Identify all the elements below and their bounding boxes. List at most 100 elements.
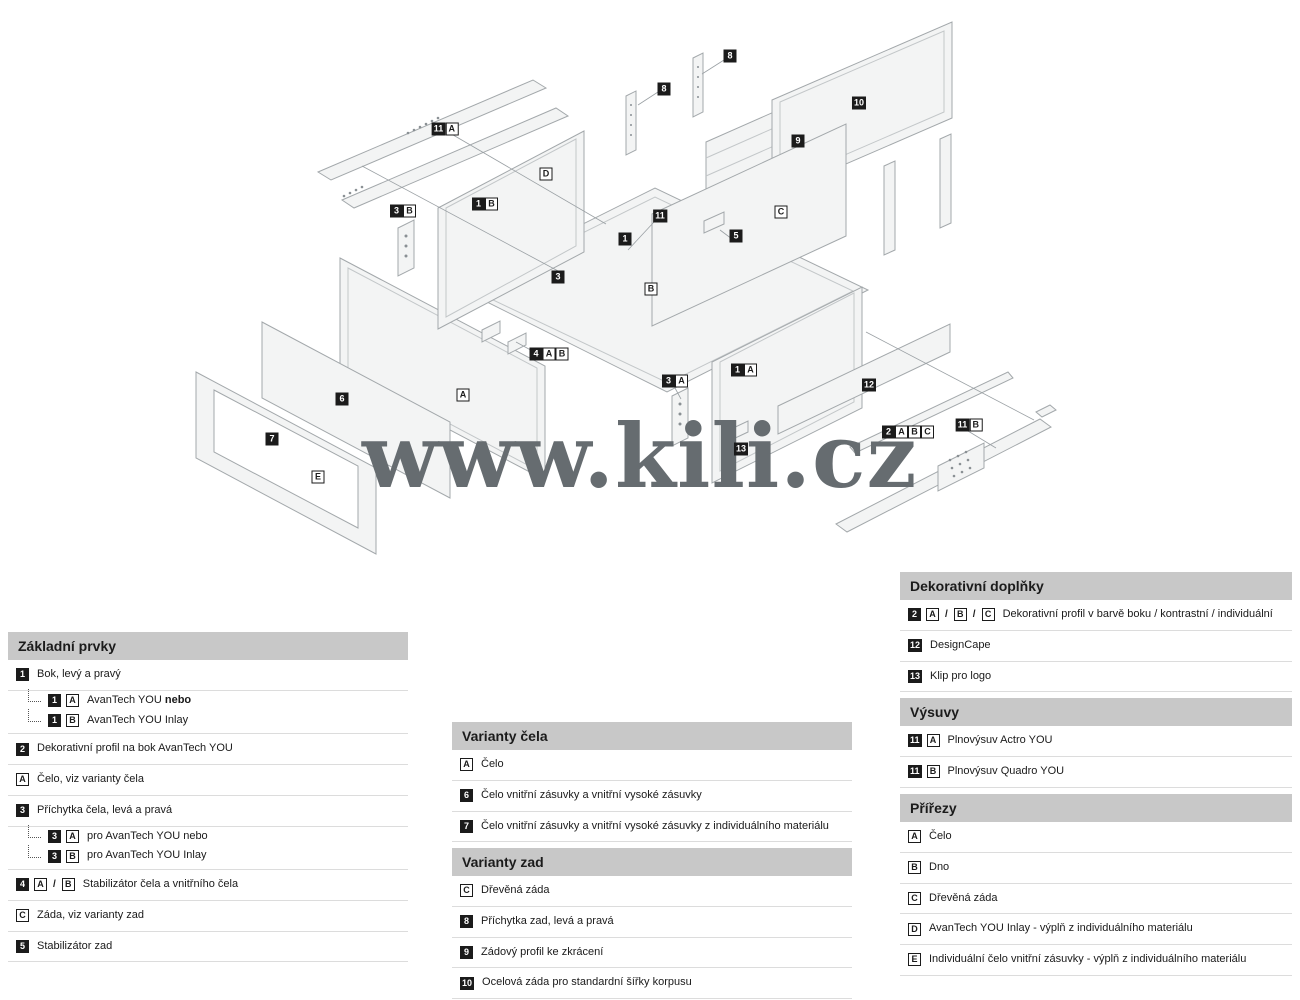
tree-connector-icon: [28, 689, 41, 703]
part-badge: B: [644, 282, 658, 296]
part-badge: 11: [908, 765, 922, 779]
part-label: 10: [851, 96, 867, 110]
tree-connector-icon: [28, 708, 41, 722]
part-badge: C: [460, 884, 473, 898]
part-label: E: [311, 470, 325, 484]
legend-text: Zádový profil ke zkrácení: [481, 945, 604, 958]
back-clip-profiles-shape: [625, 52, 704, 156]
part-badge: A: [675, 374, 688, 388]
part-badge: 1: [48, 713, 61, 727]
part-badge: 11: [653, 209, 667, 223]
part-badge: C: [981, 608, 995, 622]
part-badge: 3: [662, 374, 675, 388]
legend-text: Dekorativní profil na bok AvanTech YOU: [37, 742, 233, 755]
part-badge: 6: [335, 392, 349, 406]
part-badge: 4: [16, 878, 29, 892]
part-label: 7: [265, 432, 279, 446]
legend-text: Dekorativní profil v barvě boku / kontra…: [1002, 608, 1273, 620]
legend-text: Záda, viz varianty zad: [37, 908, 144, 921]
part-label: 8: [657, 82, 671, 96]
part-badge: A: [456, 388, 470, 402]
part-badge: 11: [431, 122, 446, 136]
part-badge: A: [926, 734, 940, 748]
part-label: 8: [723, 49, 737, 63]
panel-title: Přířezy: [900, 794, 1292, 822]
part-badge: 11: [955, 418, 970, 432]
panel-title: Základní prvky: [8, 632, 408, 660]
legend-text: pro AvanTech YOU nebo: [87, 829, 208, 842]
part-badge: 3: [551, 270, 565, 284]
part-badge: B: [908, 425, 921, 439]
part-badge: B: [926, 765, 940, 779]
part-badge: A: [542, 347, 556, 361]
part-badge: 9: [791, 134, 805, 148]
part-badge: C: [908, 891, 921, 905]
part-badge: 5: [729, 229, 743, 243]
part-badge: E: [311, 470, 325, 484]
part-label: 1: [618, 232, 632, 246]
legend-text: Čelo, viz varianty čela: [37, 773, 144, 785]
legend-text: pro AvanTech YOU Inlay: [87, 849, 207, 862]
part-badge: B: [66, 849, 79, 863]
badge-separator: /: [53, 879, 56, 891]
part-badge: A: [16, 773, 29, 787]
part-badge: 11: [908, 734, 922, 748]
panel-title: Varianty čela: [452, 722, 852, 750]
part-badge: B: [61, 878, 75, 892]
part-badge: 9: [460, 945, 473, 959]
legend-row: D AvanTech YOU Inlay - výplň z individuál…: [900, 914, 1292, 945]
legend-row: 9 Zádový profil ke zkrácení: [452, 937, 852, 969]
legend-text: Čelo vnitřní zásuvky a vnitřní vysoké zá…: [481, 819, 829, 832]
tree-connector-icon: [28, 824, 41, 838]
part-badge: 7: [460, 819, 473, 833]
part-badge: 1: [48, 694, 61, 708]
part-badge: B: [485, 197, 498, 211]
part-badge: 3: [48, 849, 61, 863]
part-badge: C: [16, 909, 29, 923]
legend-text: Dřevěná záda: [481, 884, 550, 896]
badge-separator: /: [972, 609, 976, 621]
part-label: D: [539, 167, 553, 181]
legend-text: AvanTech YOU Inlay: [87, 713, 189, 726]
part-badge: 2: [882, 425, 895, 439]
part-badge: 1: [618, 232, 632, 246]
part-badge: B: [555, 347, 569, 361]
part-badge: 3: [16, 804, 29, 818]
part-badge: A: [445, 122, 459, 136]
hole-details: [342, 66, 972, 478]
panel-title: Výsuvy: [900, 698, 1292, 726]
legend-text: Dno: [929, 860, 950, 873]
legend-row: C Dřevěná záda: [452, 876, 852, 907]
front-bracket-right-shape: [671, 387, 689, 447]
part-badge: 10: [851, 96, 867, 110]
front-bracket-left-shape: [397, 219, 415, 277]
part-badge: A: [460, 758, 473, 772]
part-badge: D: [908, 922, 921, 936]
legend-text: AvanTech YOU Inlay - výplň z individuáln…: [929, 922, 1193, 935]
part-label: 3: [551, 270, 565, 284]
badge-separator: /: [945, 609, 948, 621]
legend-row: A Čelo, viz varianty čela: [8, 765, 408, 796]
legend-text: Stabilizátor zad: [37, 939, 113, 952]
part-badge: E: [908, 953, 921, 967]
legend-text: Klip pro logo: [930, 669, 992, 682]
part-badge: A: [34, 878, 47, 892]
